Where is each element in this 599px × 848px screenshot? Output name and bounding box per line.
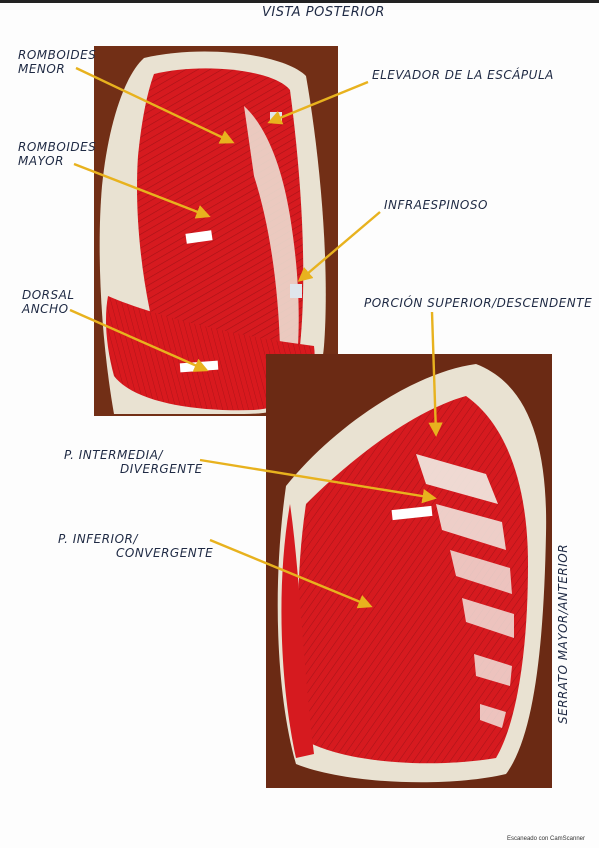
rib-1 bbox=[416, 454, 498, 504]
back-muscle-illustration bbox=[94, 46, 338, 416]
photo-serratus-anterior bbox=[266, 354, 552, 788]
specimen-tag-4 bbox=[290, 284, 302, 298]
label-p-inferior-line1: P. INFERIOR/ bbox=[58, 532, 138, 546]
label-porcion-superior: PORCIÓN SUPERIOR/DESCENDENTE bbox=[364, 296, 593, 310]
arrow-p-inferior bbox=[209, 538, 373, 609]
page-title: VISTA POSTERIOR bbox=[262, 5, 385, 20]
photo-posterior-back bbox=[94, 46, 338, 416]
scanner-footer: Escaneado con CamScanner bbox=[506, 836, 585, 842]
label-dorsal-ancho: DORSAL ANCHO bbox=[22, 288, 75, 316]
scapula-border bbox=[244, 106, 299, 346]
label-p-inferior-line2: CONVERGENTE bbox=[116, 546, 214, 560]
specimen-tag-5 bbox=[391, 505, 433, 521]
arrow-romboides-menor bbox=[75, 66, 235, 144]
label-dorsal-ancho-line2: ANCHO bbox=[22, 302, 69, 316]
label-dorsal-ancho-line1: DORSAL bbox=[22, 288, 75, 302]
arrow-p-intermedia bbox=[199, 458, 437, 504]
label-elevador: ELEVADOR DE LA ESCÁPULA bbox=[372, 68, 554, 82]
serratus-muscle-illustration bbox=[266, 354, 552, 788]
top-border bbox=[0, 0, 599, 3]
label-p-intermedia: P. INTERMEDIA/ DIVERGENTE bbox=[64, 448, 203, 476]
rib-3 bbox=[450, 550, 512, 594]
label-p-intermedia-line1: P. INTERMEDIA/ bbox=[64, 448, 163, 462]
arrow-romboides-mayor bbox=[73, 162, 211, 219]
side-muscle bbox=[281, 504, 314, 758]
label-romboides-mayor: ROMBOIDES MAYOR bbox=[18, 140, 96, 168]
label-p-inferior: P. INFERIOR/ CONVERGENTE bbox=[58, 532, 213, 560]
label-romboides-mayor-line1: ROMBOIDES bbox=[18, 140, 97, 154]
rib-4 bbox=[462, 598, 514, 638]
label-romboides-mayor-line2: MAYOR bbox=[18, 154, 64, 168]
rib-2 bbox=[436, 504, 506, 550]
arrow-infraespinoso bbox=[297, 211, 381, 282]
specimen-tag-1 bbox=[185, 230, 213, 244]
arrow-elevador bbox=[267, 80, 369, 125]
label-romboides-menor-line2: MENOR bbox=[18, 62, 66, 76]
label-infraespinoso: INFRAESPINOSO bbox=[384, 198, 488, 212]
label-romboides-menor: ROMBOIDES MENOR bbox=[18, 48, 96, 76]
rib-6 bbox=[480, 704, 506, 728]
label-p-intermedia-line2: DIVERGENTE bbox=[120, 462, 203, 476]
latissimus-muscle bbox=[106, 296, 315, 411]
arrow-dorsal-ancho bbox=[69, 308, 209, 372]
label-romboides-menor-line1: ROMBOIDES bbox=[18, 48, 97, 62]
rib-5 bbox=[474, 654, 512, 686]
arrow-porcion-superior bbox=[428, 311, 443, 437]
